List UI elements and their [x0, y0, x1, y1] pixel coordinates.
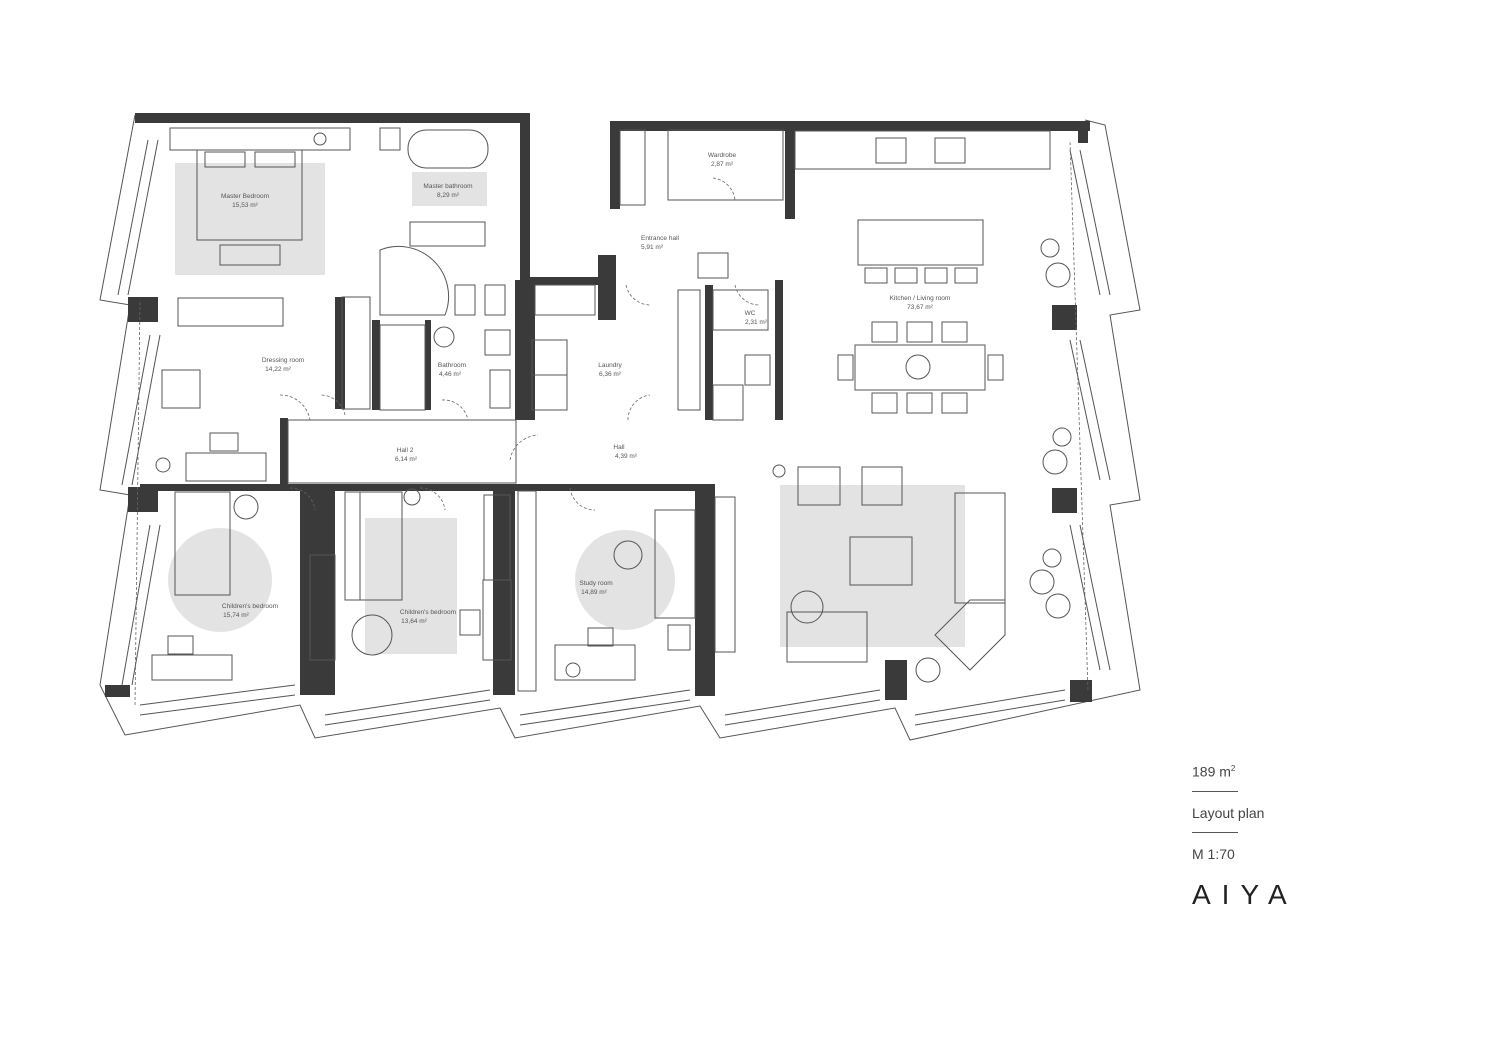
room-label: Children's bedroom	[222, 603, 278, 610]
room-area: 2,31 m²	[745, 319, 768, 326]
room-area: 14,22 m²	[265, 366, 291, 373]
room-area: 73,67 m²	[907, 304, 933, 311]
room-label: Master Bedroom	[221, 193, 269, 200]
room-label: Study room	[579, 580, 612, 587]
room-area: 13,64 m²	[401, 618, 427, 625]
room-area: 8,29 m²	[437, 192, 460, 199]
room-area: 15,74 m²	[223, 612, 249, 619]
room-label: Laundry	[598, 362, 622, 369]
room-label: Bathroom	[438, 362, 466, 369]
plan-label: Layout plan	[1192, 804, 1265, 821]
room-label: Entrance hall	[641, 235, 679, 242]
room-label: Hall 2	[397, 447, 414, 454]
room-area: 15,53 m²	[232, 202, 258, 209]
plan-info: 189 m2 Layout plan M 1:70 AIYA	[1192, 760, 1312, 911]
brand-logo: AIYA	[1192, 878, 1298, 910]
room-label: Dressing room	[262, 357, 304, 364]
room-label: WC	[745, 310, 756, 317]
windows	[117, 139, 1111, 726]
room-label: Master bathroom	[423, 183, 472, 190]
room-area: 2,87 m²	[711, 161, 734, 168]
room-label: Children's bedroom	[400, 609, 456, 616]
room-label: Hall	[613, 444, 625, 451]
room-area: 6,14 m²	[395, 456, 418, 463]
furniture	[151, 127, 1072, 692]
room-area: 4,39 m²	[615, 453, 638, 460]
walls	[105, 113, 1092, 702]
outer-outline	[99, 114, 1141, 741]
room-area: 5,91 m²	[641, 244, 664, 251]
divider	[1192, 831, 1238, 833]
scale-label: M 1:70	[1192, 845, 1235, 862]
room-label: Kitchen / Living room	[890, 295, 951, 302]
door-swings	[134, 139, 1089, 706]
room-area: 6,36 m²	[599, 371, 622, 378]
room-area: 4,46 m²	[439, 371, 462, 378]
room-label: Wardrobe	[708, 152, 737, 159]
divider	[1192, 790, 1238, 792]
rugs	[168, 163, 965, 654]
room-area: 14,89 m²	[581, 589, 607, 596]
total-area: 189 m2	[1192, 763, 1236, 780]
room-labels: Master Bedroom 15,53 m² Master bathroom …	[221, 152, 950, 625]
